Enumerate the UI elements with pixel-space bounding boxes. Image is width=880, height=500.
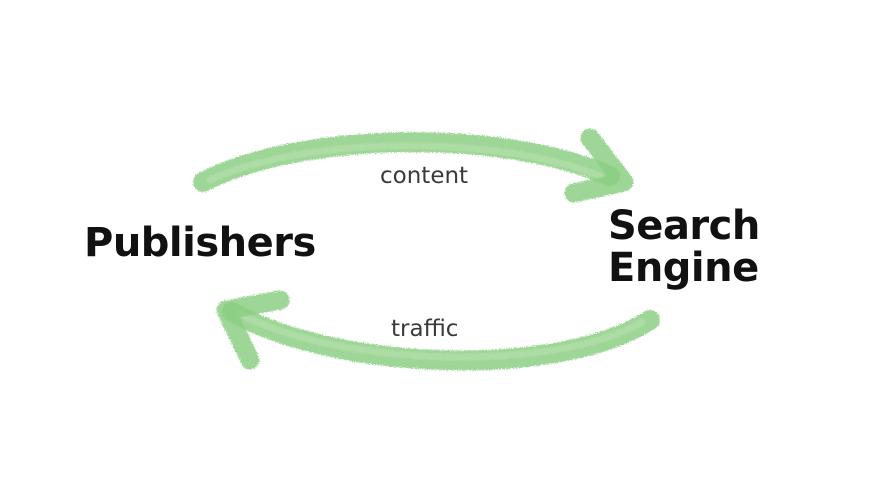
search-engine-line2: Engine [608,245,759,291]
content-arrow [193,128,634,203]
traffic-edge-label: traffic [391,316,459,342]
search-engine-line1: Search [608,203,760,249]
content-arrowhead [564,128,634,203]
traffic-arrow [216,290,660,371]
publishers-node: Publishers [84,220,316,266]
traffic-arrowhead [216,290,290,370]
traffic-arrow-highlight [236,310,646,361]
search-engine-node: Search Engine [608,205,760,289]
content-arrow-highlight [206,142,604,184]
content-edge-label: content [380,163,469,189]
